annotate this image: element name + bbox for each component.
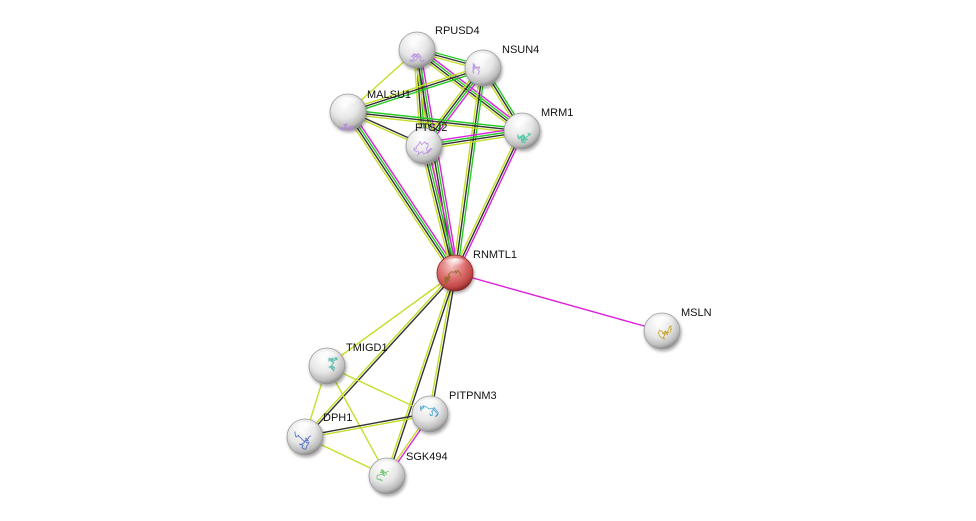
edge-line-coexpression bbox=[347, 111, 523, 132]
edge-line-coexpression bbox=[454, 67, 484, 274]
edge-line-coexpression bbox=[347, 67, 484, 113]
edge-tmigd1-pitpnm3[interactable] bbox=[326, 365, 431, 415]
node-highlight bbox=[375, 461, 399, 473]
node-mrm1[interactable]: MRM1 bbox=[503, 107, 573, 150]
edge-line-textmining bbox=[344, 113, 453, 276]
node-highlight bbox=[315, 351, 339, 363]
node-label: MRM1 bbox=[541, 107, 573, 119]
node-dph1[interactable]: DPH1 bbox=[286, 412, 352, 456]
edge-line-database bbox=[456, 68, 486, 274]
node-label: SGK494 bbox=[406, 451, 448, 463]
edge-rnmtl1-msln[interactable] bbox=[454, 272, 663, 332]
edge-dph1-pitpnm3[interactable] bbox=[304, 412, 431, 439]
node-label: RNMTL1 bbox=[473, 249, 517, 261]
node-malsu1[interactable]: MALSU1 bbox=[329, 89, 411, 131]
edge-line-textmining bbox=[385, 272, 455, 476]
node-label: NSUN4 bbox=[502, 44, 539, 56]
edge-line-database bbox=[348, 111, 457, 273]
edge-nsun4-rnmtl1[interactable] bbox=[452, 67, 486, 274]
node-highlight bbox=[650, 316, 674, 328]
node-ftsj2[interactable]: FTSJ2 bbox=[405, 122, 447, 165]
edge-line-coexpression bbox=[454, 130, 523, 274]
edge-rnmtl1-tmigd1[interactable] bbox=[326, 272, 456, 367]
edge-line-coexpression bbox=[346, 112, 455, 274]
edge-line-experiments bbox=[426, 145, 459, 273]
edge-line-textmining bbox=[347, 65, 483, 111]
edge-line-coexpression bbox=[387, 273, 457, 477]
node-msln[interactable]: MSLN bbox=[643, 307, 712, 350]
node-label: PITPNM3 bbox=[449, 390, 497, 402]
node-label: DPH1 bbox=[323, 412, 352, 424]
edge-rnmtl1-dph1[interactable] bbox=[303, 271, 457, 439]
edge-line-coexpression bbox=[304, 412, 430, 437]
node-highlight bbox=[471, 53, 495, 65]
edge-malsu1-mrm1[interactable] bbox=[347, 109, 523, 134]
edge-line-database bbox=[348, 69, 484, 115]
node-highlight bbox=[412, 131, 436, 143]
edge-line-database bbox=[348, 109, 523, 130]
edge-line-textmining bbox=[303, 271, 455, 437]
protein-structure-icon bbox=[338, 123, 355, 131]
node-tmigd1[interactable]: TMIGD1 bbox=[308, 342, 388, 385]
protein-structure-icon bbox=[657, 325, 673, 340]
edge-line-textmining bbox=[420, 146, 453, 274]
edge-line-database bbox=[424, 145, 457, 273]
node-nsun4[interactable]: NSUN4 bbox=[464, 44, 539, 87]
node-pitpnm3[interactable]: PITPNM3 bbox=[411, 390, 497, 433]
protein-structure-icon bbox=[409, 53, 426, 63]
protein-structure-icon bbox=[413, 140, 433, 157]
edge-line-coexpression bbox=[305, 273, 457, 439]
edge-line-experiments bbox=[350, 109, 459, 272]
node-label: MSLN bbox=[681, 307, 712, 319]
node-rpusd4[interactable]: RPUSD4 bbox=[398, 25, 480, 69]
edge-ftsj2-rnmtl1[interactable] bbox=[420, 145, 459, 274]
node-highlight bbox=[443, 258, 467, 270]
edge-tmigd1-sgk494[interactable] bbox=[326, 365, 388, 477]
protein-structure-icon bbox=[444, 269, 462, 286]
edge-line-textmining bbox=[326, 272, 456, 367]
node-highlight bbox=[293, 422, 317, 434]
node-label: TMIGD1 bbox=[346, 342, 388, 354]
edge-line-textmining bbox=[305, 414, 431, 439]
edge-line-experiments bbox=[456, 131, 525, 275]
node-sgk494[interactable]: SGK494 bbox=[368, 451, 448, 495]
edge-nsun4-malsu1[interactable] bbox=[347, 65, 484, 115]
node-label: MALSU1 bbox=[367, 89, 411, 101]
node-rnmtl1[interactable]: RNMTL1 bbox=[436, 249, 517, 292]
protein-structure-icon bbox=[472, 62, 481, 75]
node-label: RPUSD4 bbox=[435, 25, 480, 37]
edge-rnmtl1-pitpnm3[interactable] bbox=[428, 272, 457, 415]
edge-line-experiments bbox=[454, 272, 663, 332]
edge-line-textmining bbox=[428, 272, 455, 414]
edge-malsu1-rnmtl1[interactable] bbox=[344, 109, 459, 276]
node-highlight bbox=[510, 116, 534, 128]
node-highlight bbox=[418, 399, 442, 411]
edge-line-textmining bbox=[452, 67, 482, 273]
edge-line-textmining bbox=[326, 365, 431, 415]
edge-line-textmining bbox=[347, 113, 522, 134]
edge-mrm1-rnmtl1[interactable] bbox=[452, 129, 525, 275]
edge-line-coexpression bbox=[422, 146, 455, 274]
protein-structure-icon bbox=[517, 132, 532, 144]
protein-structure-icon bbox=[294, 431, 312, 450]
edge-line-textmining bbox=[326, 365, 388, 477]
edge-line-textmining bbox=[452, 129, 521, 273]
edge-rnmtl1-sgk494[interactable] bbox=[385, 272, 457, 477]
node-highlight bbox=[405, 35, 429, 47]
node-highlight bbox=[336, 97, 360, 109]
edge-line-coexpression bbox=[430, 273, 457, 415]
node-label: FTSJ2 bbox=[415, 122, 447, 134]
